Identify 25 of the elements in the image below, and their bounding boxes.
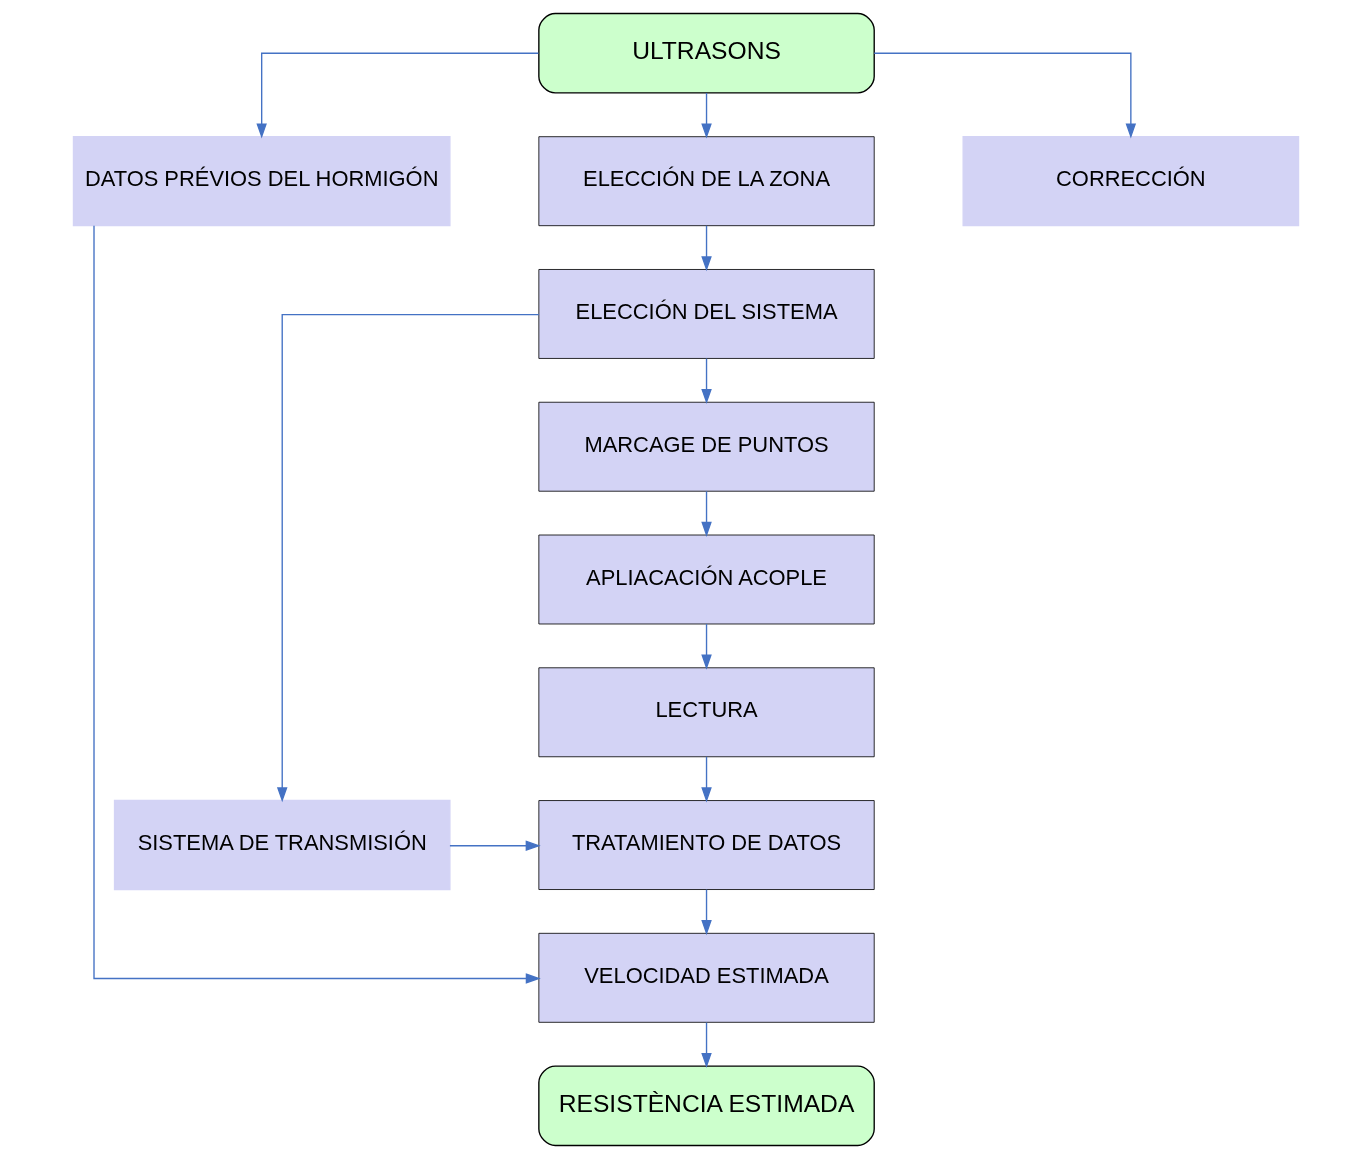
- arrow: [701, 623, 712, 670]
- node-box: RESISTÈNCIA ESTIMADA: [538, 1065, 875, 1147]
- node-box: APLIACACIÓN ACOPLE: [538, 534, 875, 625]
- node-box: MARCAGE DE PUNTOS: [538, 401, 875, 492]
- node-box: SISTEMA DE TRANSMISIÓN: [113, 799, 451, 891]
- arrow: [256, 52, 540, 139]
- arrow: [93, 225, 541, 984]
- node-box: ELECCIÓN DEL SISTEMA: [538, 269, 875, 359]
- arrow: [701, 756, 712, 803]
- arrow: [701, 490, 712, 537]
- node-box: ELECCIÓN DE LA ZONA: [538, 136, 875, 227]
- arrow: [701, 1021, 712, 1069]
- node-box: LECTURA: [538, 667, 875, 758]
- arrow: [449, 840, 541, 851]
- node-box: DATOS PRÉVIOS DEL HORMIGÓN: [72, 136, 451, 227]
- node-box: ULTRASONS: [538, 12, 875, 94]
- arrow: [276, 313, 540, 803]
- arrow: [701, 888, 712, 936]
- arrow: [873, 52, 1137, 139]
- node-box: CORRECCIÓN: [962, 136, 1300, 227]
- arrow: [701, 92, 712, 139]
- node-box: VELOCIDAD ESTIMADA: [538, 932, 875, 1023]
- arrow: [701, 357, 712, 405]
- arrow: [701, 225, 712, 272]
- node-box: TRATAMIENTO DE DATOS: [538, 800, 875, 890]
